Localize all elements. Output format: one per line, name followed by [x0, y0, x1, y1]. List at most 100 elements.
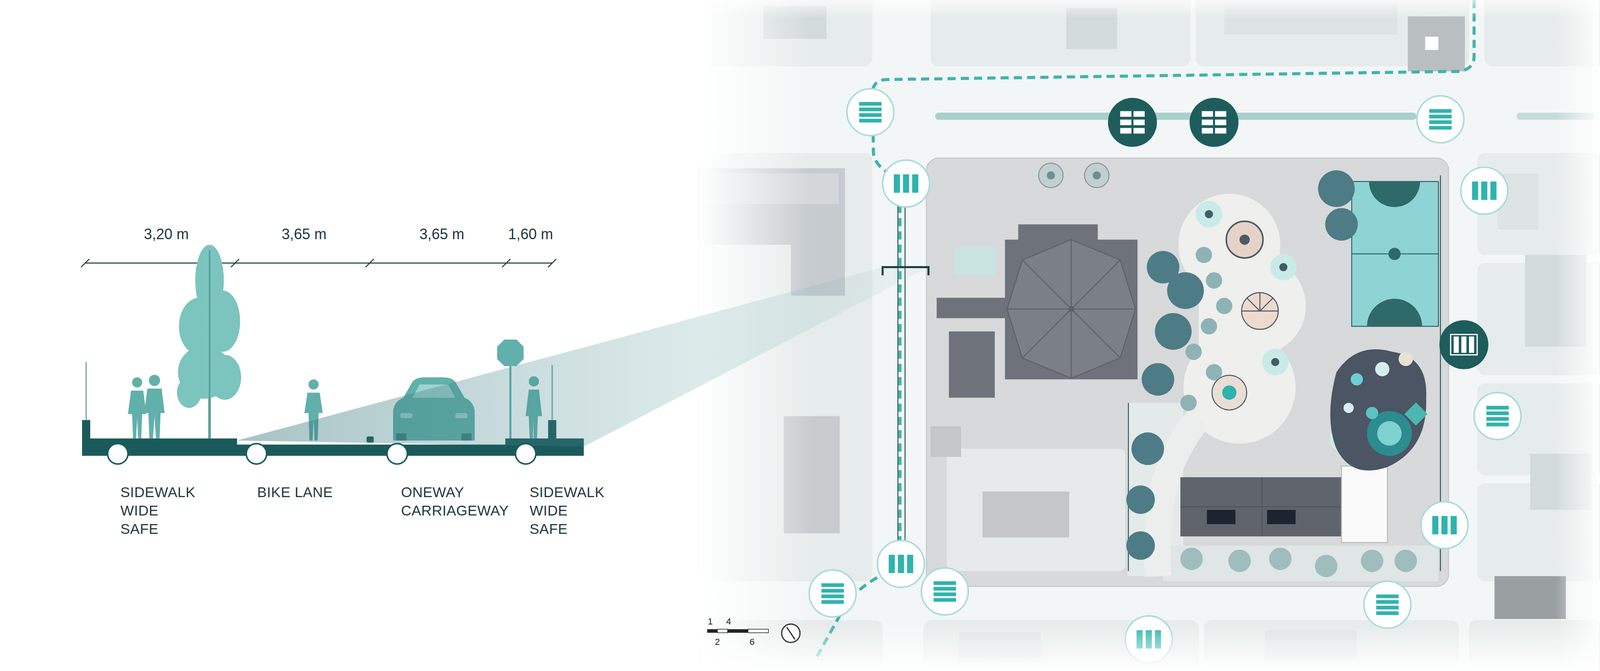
school-site — [930, 426, 962, 457]
crosswalk-markers — [1189, 97, 1239, 147]
trees — [1317, 170, 1355, 207]
dimension-line — [81, 259, 90, 268]
sidewalk-outline — [904, 193, 906, 556]
pedestrians — [128, 390, 147, 439]
dimension-label: 3,65 m — [419, 225, 465, 243]
playground-items — [1204, 210, 1214, 219]
central-building — [1071, 260, 1121, 309]
scale-number: 4 — [726, 616, 732, 627]
splash-playground — [1343, 402, 1354, 414]
trees — [1205, 272, 1223, 289]
street-tree — [208, 354, 242, 400]
dimension-line — [85, 262, 553, 264]
trees — [1126, 531, 1156, 560]
cyclist — [308, 379, 319, 390]
section-label: ONEWAY CARRIAGEWAY — [401, 482, 509, 520]
trees — [1315, 554, 1338, 578]
plaza — [1157, 193, 1306, 577]
map-ground — [699, 0, 1600, 671]
playground-items — [1259, 292, 1261, 312]
crosswalk-markers — [1460, 167, 1508, 215]
central-building — [1004, 239, 1138, 380]
crosswalk-markers — [808, 570, 856, 618]
trees — [1268, 547, 1292, 571]
section-markers — [515, 443, 536, 465]
central-building — [936, 297, 1009, 319]
dimension-line — [502, 259, 511, 268]
crosswalk-markers — [846, 88, 894, 136]
crosswalk-markers — [882, 160, 930, 207]
dimension-line — [81, 259, 557, 268]
trees — [1360, 549, 1384, 573]
stop-sign — [497, 339, 524, 367]
crosswalk-markers — [808, 88, 1521, 663]
central-building — [948, 331, 995, 398]
north-arrow — [786, 627, 796, 640]
scale-bar — [748, 629, 769, 634]
trees — [1131, 432, 1165, 465]
school-site — [982, 491, 1069, 538]
basketball-court — [1351, 181, 1439, 327]
trees — [1166, 272, 1204, 309]
south-building — [1206, 509, 1236, 525]
lane-strip — [938, 115, 1592, 117]
playground-items — [1241, 292, 1279, 312]
splash-playground — [1366, 406, 1379, 420]
central-building — [1006, 239, 1136, 379]
dimension-line — [548, 259, 557, 268]
playground-items — [1211, 375, 1247, 410]
lane-strip — [938, 112, 1414, 120]
school-site — [946, 448, 1126, 572]
section-markers — [246, 443, 267, 465]
splash-playground — [1377, 421, 1402, 446]
section-label: SIDEWALK WIDE SAFE — [120, 482, 196, 538]
central-building — [1022, 260, 1072, 309]
map-fade — [699, 624, 1600, 671]
street-tree — [176, 244, 241, 439]
trees — [1141, 362, 1175, 396]
dimension-label: 3,65 m — [281, 225, 327, 243]
street-tree — [176, 377, 202, 408]
section-label: SIDEWALK WIDE SAFE — [529, 482, 605, 538]
trees — [1325, 208, 1358, 241]
trees — [1215, 297, 1233, 315]
splash-playground — [1398, 351, 1414, 367]
playground-items — [1246, 297, 1260, 312]
splash-playground — [1404, 402, 1428, 426]
trees — [1092, 171, 1101, 180]
trees — [1394, 549, 1418, 573]
north-arrow — [781, 624, 800, 643]
central-building — [1006, 239, 1136, 379]
central-building — [936, 224, 1138, 398]
basketball-court — [1351, 181, 1439, 327]
sidewalk-outline — [897, 193, 899, 556]
section-beam — [237, 267, 929, 447]
crosswalk-markers — [1108, 97, 1158, 147]
playground-items — [1262, 348, 1289, 376]
pedestrians — [144, 388, 165, 439]
central-building — [1071, 308, 1121, 358]
central-building — [1006, 308, 1072, 310]
central-building — [1071, 308, 1136, 310]
trees — [1154, 313, 1192, 350]
school-site — [926, 157, 1449, 587]
trees — [1205, 364, 1223, 381]
playground-items — [1270, 253, 1297, 281]
central-building — [1068, 306, 1075, 313]
playground-items — [1241, 292, 1279, 330]
neighbour-buildings — [699, 4, 1592, 663]
playground-items — [1279, 263, 1288, 272]
central-building — [1070, 239, 1072, 309]
crosswalk-markers — [1421, 501, 1469, 549]
school-site — [953, 246, 995, 276]
south-building — [1341, 466, 1388, 543]
crosswalk-markers — [1439, 320, 1489, 370]
school-site — [1162, 545, 1439, 582]
street-tree — [208, 249, 211, 439]
trees — [1195, 246, 1212, 264]
north-arrow — [781, 624, 800, 643]
section-label: BIKE LANE — [257, 482, 333, 502]
south-building — [1266, 509, 1296, 525]
